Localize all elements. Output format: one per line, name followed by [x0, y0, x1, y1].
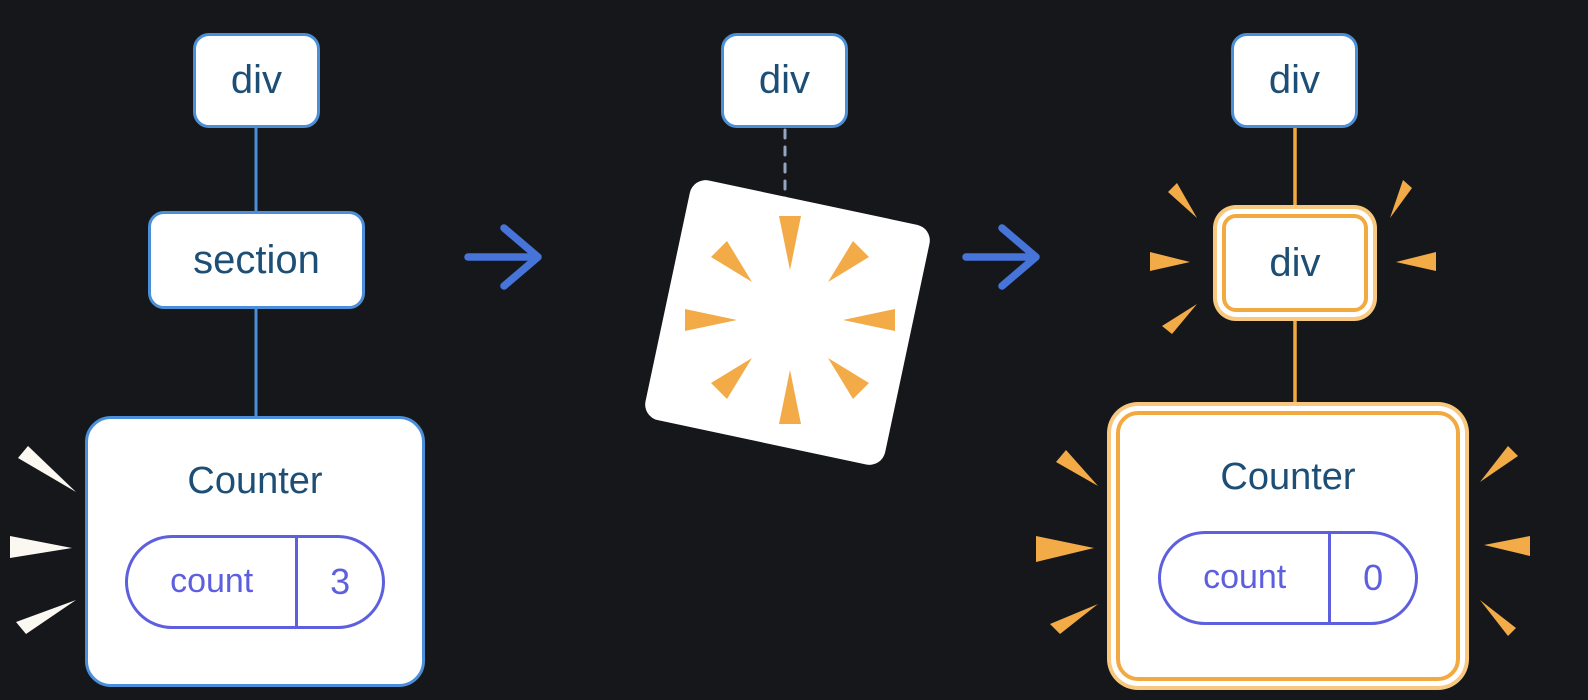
- arrow-right-icon-2: [962, 224, 1040, 290]
- before-counter-component: Counter count 3: [85, 416, 425, 687]
- after-new-div-node: div: [1222, 214, 1368, 312]
- before-root-node: div: [193, 33, 320, 128]
- after-counter-title: Counter: [1220, 456, 1356, 498]
- after-state-value: 0: [1363, 556, 1384, 598]
- after-state-key: count: [1203, 558, 1287, 597]
- before-state-value: 3: [330, 560, 351, 602]
- transition-root-label: div: [758, 58, 811, 102]
- after-root-node: div: [1231, 33, 1358, 128]
- pill-divider: [295, 537, 299, 626]
- arrow-right-icon-1: [464, 224, 542, 290]
- after-counter-component: Counter count 0: [1116, 411, 1460, 681]
- before-section-label: section: [193, 237, 320, 282]
- deleted-subtree-card: [642, 177, 933, 468]
- before-counter-title: Counter: [187, 460, 323, 502]
- after-root-label: div: [1268, 58, 1321, 102]
- pill-divider: [1328, 533, 1332, 622]
- white-sparkles-icon: [10, 446, 76, 634]
- before-section-node: section: [148, 211, 365, 309]
- after-new-div-label: div: [1269, 240, 1321, 285]
- after-state-pill: count 0: [1158, 530, 1418, 625]
- before-state-pill: count 3: [125, 534, 385, 629]
- before-state-key: count: [170, 562, 254, 601]
- transition-root-node: div: [721, 33, 848, 128]
- before-root-label: div: [230, 58, 283, 102]
